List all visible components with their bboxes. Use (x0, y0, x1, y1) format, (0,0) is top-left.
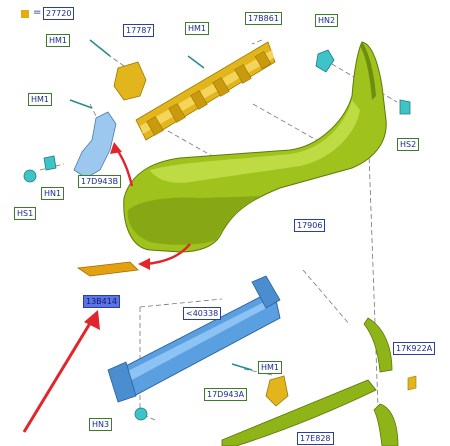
label-hm1-top: HM1 (46, 34, 71, 47)
legend-equals: = (33, 7, 42, 18)
screw (231, 363, 253, 371)
label-hm1-low: HM1 (258, 361, 283, 374)
label-hn3: HN3 (89, 418, 113, 431)
assembly-line (302, 269, 351, 326)
label-17b861: 17B861 (245, 12, 282, 25)
assembly-line (251, 39, 263, 45)
arrow-head (84, 310, 100, 330)
arrow-pointer-reflector (22, 319, 94, 433)
arrow-head (138, 258, 150, 270)
label-hs1: HS1 (14, 207, 37, 220)
energy-absorber-part (135, 41, 276, 141)
screw (69, 99, 93, 109)
assembly-line (89, 103, 99, 121)
screw (89, 39, 111, 57)
reinforcement-beam-part (107, 275, 281, 403)
legend-code-label: 27720 (43, 7, 75, 20)
legend-swatch (21, 10, 29, 18)
label-hm1-mid: HM1 (185, 22, 210, 35)
arrow-head (110, 142, 122, 154)
bumper-corner-part (373, 403, 399, 446)
screw (187, 55, 205, 69)
assembly-line (139, 298, 223, 308)
bracket-17787-part (113, 61, 147, 101)
reflector-13b414-part (76, 261, 139, 277)
label-17d943b: 17D943B (78, 175, 122, 188)
clip-17k922a-part (407, 375, 417, 391)
arrow-bumper-to-reflector (145, 243, 191, 266)
bracket-17d943b-part (73, 111, 117, 179)
label-17906: 17906 (294, 219, 326, 232)
fastener (134, 407, 148, 421)
fasteners (23, 49, 411, 421)
assembly-line (367, 125, 379, 409)
absorber-highlight (140, 50, 274, 134)
assembly-line (139, 412, 156, 421)
label-17d943a: 17D943A (204, 388, 248, 401)
label-hn1: HN1 (41, 187, 65, 200)
absorber-ribs (146, 51, 272, 136)
label-40338: <40338 (183, 307, 222, 320)
label-hs2: HS2 (397, 138, 420, 151)
label-17787: 17787 (123, 24, 155, 37)
bumper-cover-part (123, 41, 387, 253)
label-13b414-highlighted: 13B414 (83, 295, 120, 308)
bumper-corner-part (363, 317, 393, 373)
label-17k922a: 17K922A (393, 342, 436, 355)
fastener (43, 155, 57, 171)
assembly-line (243, 368, 273, 376)
bracket-17d943a-part (265, 375, 289, 407)
fastener (23, 169, 37, 183)
fastener (399, 99, 411, 115)
fastener (315, 49, 335, 73)
assembly-line (252, 103, 328, 147)
lower-valance-17e828-part (221, 379, 377, 446)
arrow-heads (84, 142, 150, 330)
label-hn2: HN2 (315, 14, 339, 27)
screws (69, 39, 253, 371)
label-hm1-left: HM1 (28, 93, 53, 106)
label-17e828: 17E828 (297, 432, 334, 445)
